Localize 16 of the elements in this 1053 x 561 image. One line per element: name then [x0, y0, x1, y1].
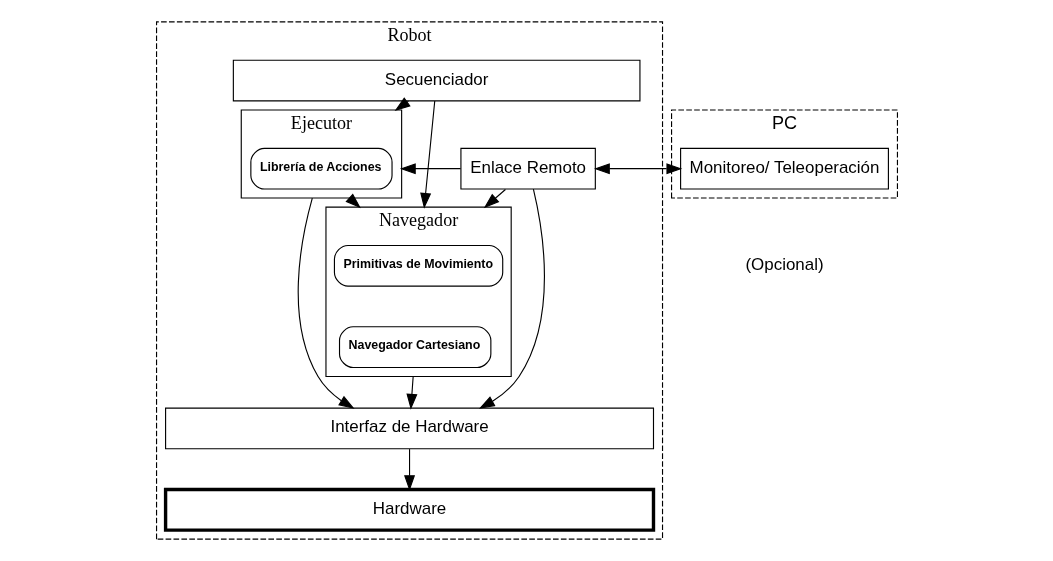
- arrow: [419, 100, 435, 209]
- arrow: [478, 188, 545, 409]
- arrow: [394, 97, 411, 111]
- arrow: [405, 375, 417, 410]
- node-box: Navegador Cartesiano: [338, 326, 491, 369]
- arrow: [399, 163, 461, 175]
- node-box: Interfaz de Hardware: [164, 407, 654, 450]
- node-label: (Opcional): [744, 254, 824, 274]
- arrow: [297, 197, 354, 409]
- node-box: Hardware: [163, 487, 655, 532]
- node-box: Enlace Remoto: [459, 147, 596, 190]
- arrow: [483, 188, 506, 209]
- node-box: Librería de Acciones: [249, 147, 393, 190]
- node-box: Primitivas de Movimiento: [333, 244, 503, 287]
- arrow: [593, 163, 682, 175]
- node-box: Monitoreo/ Teleoperación: [679, 147, 889, 190]
